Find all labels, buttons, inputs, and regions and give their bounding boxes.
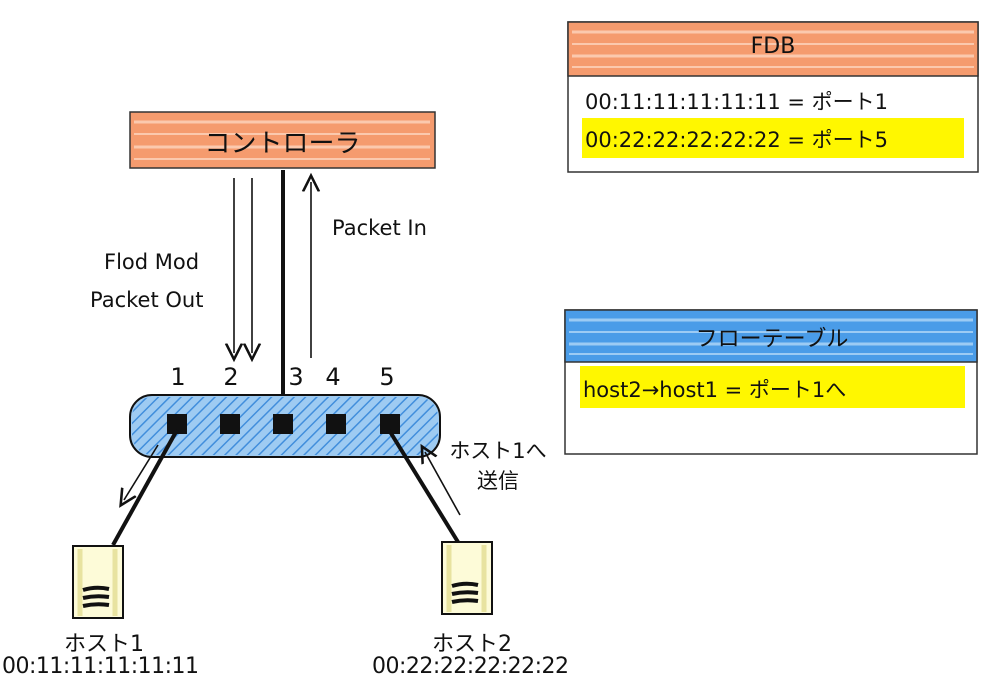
flow-table-title: フローテーブル (695, 327, 849, 352)
switch-port-4 (326, 414, 346, 434)
to-host1-arrow (124, 444, 159, 500)
host2-mac: 00:22:22:22:22:22 (372, 654, 569, 679)
port-label-3: 3 (288, 363, 304, 391)
switch-port-3 (273, 414, 293, 434)
fdb-row-1: 00:11:11:11:11:11 = ポート1 (585, 90, 889, 114)
controller-box (129, 111, 436, 169)
host1-mac: 00:11:11:11:11:11 (2, 654, 199, 679)
host2-server-icon (441, 541, 493, 615)
send-label-line1: ホスト1へ (449, 439, 547, 463)
host1-link (111, 429, 179, 546)
port-label-4: 4 (325, 363, 341, 391)
flow-table (564, 309, 978, 455)
fdb-row-2: 00:22:22:22:22:22 = ポート5 (585, 128, 889, 152)
fdb-table (567, 21, 979, 173)
port-label-1: 1 (170, 363, 186, 391)
controller-label: コントローラ (204, 129, 361, 159)
host2-link (387, 428, 460, 544)
host1-name: ホスト1 (64, 632, 144, 657)
packet-in-label: Packet In (332, 216, 427, 240)
packet-out-label: Packet Out (90, 288, 204, 312)
switch-port-2 (220, 414, 240, 434)
flow-table-row-1: host2→host1 = ポート1へ (583, 378, 847, 402)
flow-mod-label: Flod Mod (104, 250, 200, 274)
fdb-title: FDB (750, 34, 796, 59)
port-label-5: 5 (379, 363, 395, 391)
switch-port-5 (380, 414, 400, 434)
switch-port-1 (167, 414, 187, 434)
send-label-line2: 送信 (477, 469, 519, 493)
port-label-2: 2 (223, 363, 239, 391)
from-host2-arrow (425, 452, 461, 516)
host2-name: ホスト2 (432, 632, 512, 657)
host1-server-icon (72, 545, 124, 619)
